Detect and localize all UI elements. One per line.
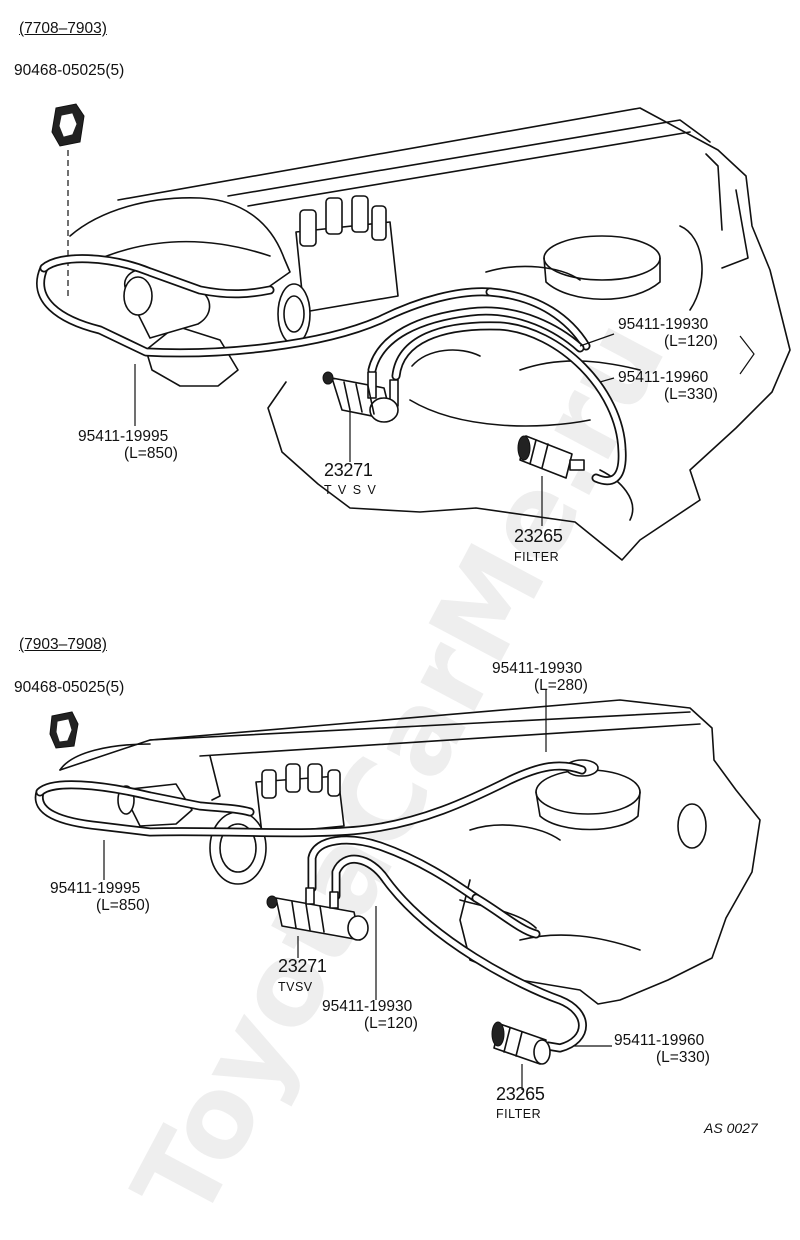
tvsv-valve-bottom [266,887,369,941]
filter-icon-top [517,435,585,479]
period-label-top: (7708–7903) [19,20,107,37]
clip-icon-top [51,103,85,147]
engine-drawing [34,103,791,1090]
filter-name-bottom: FILTER [496,1107,542,1121]
hose-b-part-bottom: 95411-19960 [614,1032,705,1049]
hose-a-top [367,306,585,375]
valve-name-bottom: TVSV [278,980,313,994]
clip-icon-bottom [49,711,79,749]
clip-part-label-top: 90468-05025(5) [14,62,125,79]
hose-top-length-bottom: (L=280) [534,677,588,694]
diagram-code: AS 0027 [704,1120,758,1136]
hose-top-part-bottom: 95411-19930 [492,660,583,677]
hose-a-length-top: (L=120) [664,333,718,350]
hose-main-bottom [34,761,587,838]
parts-diagram: ToyotaCarMe.ru [14,20,791,1240]
hose-b-length-bottom: (L=330) [656,1049,710,1066]
hose-mid-length-bottom: (L=120) [364,1015,418,1032]
period-label-bottom: (7903–7908) [19,636,107,653]
hose-main-top [36,254,591,358]
valve-name-top: T V S V [324,483,378,497]
hose-b-top [391,321,627,486]
clip-part-label-bottom: 90468-05025(5) [14,679,125,696]
hose-main-length-top: (L=850) [124,445,178,462]
valve-part-top: 23271 [324,460,373,480]
tvsv-valve-top [322,371,399,423]
hose-main-length-bottom: (L=850) [96,897,150,914]
hose-main-part-top: 95411-19995 [78,428,169,445]
hose-a-part-top: 95411-19930 [618,316,709,333]
hose-b-bottom [331,854,587,1053]
hose-mid-bottom [307,835,541,939]
filter-icon-bottom [491,1021,551,1065]
filter-part-bottom: 23265 [496,1084,545,1104]
filter-part-top: 23265 [514,526,563,546]
filter-name-top: FILTER [514,550,560,564]
hose-b-part-top: 95411-19960 [618,369,709,386]
engine-illustration-top [69,107,791,561]
valve-part-bottom: 23271 [278,956,327,976]
engine-illustration-bottom [59,699,761,1005]
hose-main-part-bottom: 95411-19995 [50,880,141,897]
hose-b-length-top: (L=330) [664,386,718,403]
hose-mid-part-bottom: 95411-19930 [322,998,413,1015]
